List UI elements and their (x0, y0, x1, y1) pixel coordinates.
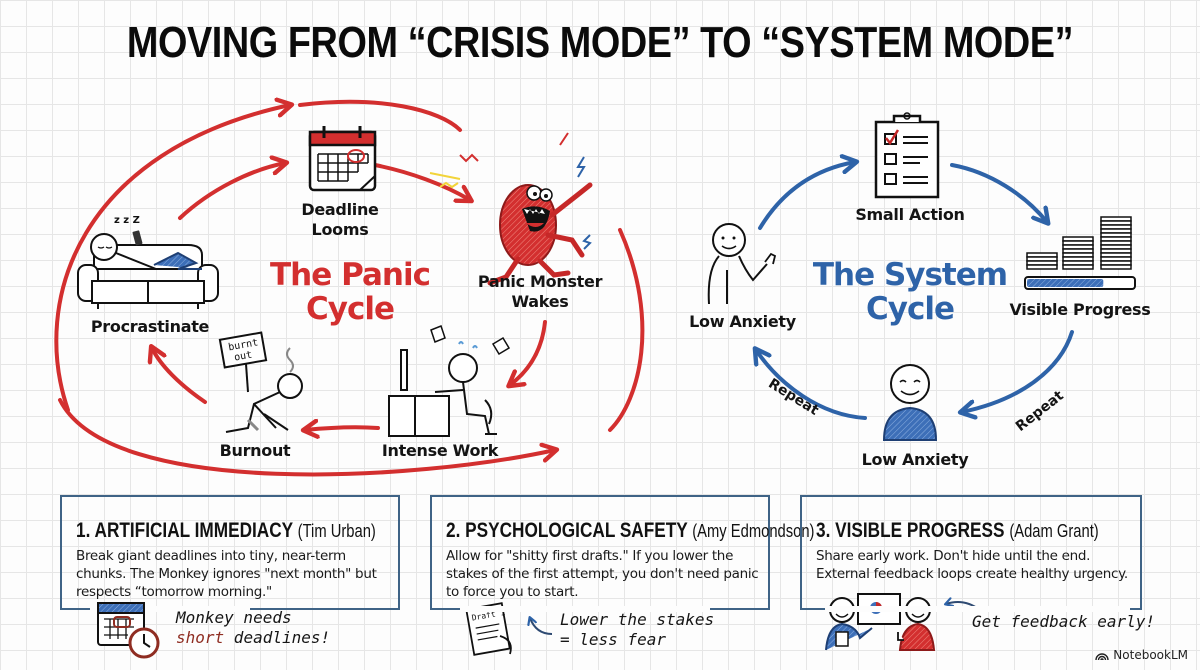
arrow-work-to-burnout (305, 427, 380, 430)
arrow-lowanxiety-to-smallaction (758, 162, 855, 230)
system-cycle-title: The System Cycle (810, 258, 1010, 326)
person-at-desk-icon (388, 325, 511, 437)
card-title: 2. PSYCHOLOGICAL SAFETY (446, 519, 688, 542)
card-psychological-safety: 2. PSYCHOLOGICAL SAFETY (Amy Edmondson) … (430, 495, 814, 610)
arrow-smallaction-to-progress (950, 163, 1047, 222)
waving-person-icon (707, 223, 777, 305)
arrow-burnout-to-procrastinate (152, 348, 207, 404)
label-line: Wakes (511, 292, 569, 311)
card-author: (Amy Edmondson) (692, 521, 815, 541)
progress-bar-fill (1027, 279, 1104, 287)
card-note-feedback: Get feedback early! (972, 612, 1156, 631)
arrow-progress-to-lowanxiety (962, 330, 1074, 412)
stage-label-low-anxiety-left: Low Anxiety (689, 312, 796, 331)
calendar-clock-icon (97, 602, 160, 659)
card-border-gap (825, 606, 1130, 612)
card-body-line: External feedback loops create healthy u… (816, 566, 1128, 582)
card-body-line: Share early work. Don't hide until the e… (816, 548, 1091, 564)
card-border-gap (460, 606, 710, 612)
card-note-monkey: Monkey needs short deadlines! (176, 608, 330, 648)
panic-outer-arrow-top-right (298, 99, 462, 132)
card-body-line: stakes of the first attempt, you don't n… (446, 566, 759, 582)
label-line: Deadline (301, 200, 379, 219)
panic-cycle-title-line1: The Panic (270, 257, 431, 293)
arrow-lowanxiety-to-lowanxiety (756, 350, 867, 420)
arrow-monster-to-work (510, 320, 547, 385)
card-body: Allow for "shitty first drafts." If you … (446, 547, 759, 601)
burnout-sign-text-2: out (233, 350, 253, 364)
note-line-rest: deadlines! (224, 628, 331, 647)
burnt-out-person-icon: burnt out (218, 331, 303, 433)
card-body: Share early work. Don't hide until the e… (816, 547, 1128, 583)
note-line: Lower the stakes (560, 610, 715, 629)
stage-label-intense-work: Intense Work (381, 441, 499, 460)
card-body: Break giant deadlines into tiny, near-te… (76, 547, 377, 601)
panic-cycle-title-line2: Cycle (306, 291, 395, 327)
panic-outer-arrow-right (608, 228, 645, 432)
card-title: 1. ARTIFICIAL IMMEDIACY (76, 519, 293, 542)
checklist-clipboard-icon (874, 112, 940, 199)
card-title: 3. VISIBLE PROGRESS (816, 519, 1005, 542)
panic-outer-arrow-top (54, 105, 290, 412)
person-on-couch-icon: z z Z (77, 215, 219, 309)
card-body-line: to force you to start. (446, 584, 579, 600)
card-heading: 3. VISIBLE PROGRESS (Adam Grant) (816, 519, 1099, 543)
panic-cycle-title: The Panic Cycle (250, 258, 450, 326)
card-note-lower-stakes: Lower the stakes = less fear (560, 610, 714, 650)
panic-monster-icon (429, 132, 593, 286)
notebooklm-logo-icon (1095, 653, 1109, 660)
system-cycle-title-line2: Cycle (866, 291, 955, 327)
arrow-pointing-to-draft (530, 618, 553, 635)
brand-name: NotebookLM (1113, 648, 1188, 662)
arrow-deadline-to-monster (373, 163, 470, 200)
note-highlight-short: short (176, 628, 225, 647)
stage-label-deadline-looms: Deadline Looms (290, 200, 390, 240)
card-visible-progress: 3. VISIBLE PROGRESS (Adam Grant) Share e… (800, 495, 1142, 610)
card-body-line: respects “tomorrow morning." (76, 584, 272, 600)
label-line: Panic Monster (477, 272, 603, 291)
card-heading: 1. ARTIFICIAL IMMEDIACY (Tim Urban) (76, 519, 376, 543)
sleep-zzz-text: z z Z (114, 215, 140, 226)
smiling-person-icon (882, 364, 938, 441)
card-body-line: chunks. The Monkey ignores "next month" … (76, 566, 377, 582)
notebooklm-brand: NotebookLM (1095, 648, 1188, 662)
card-body-line: Break giant deadlines into tiny, near-te… (76, 548, 346, 564)
stage-label-burnout: Burnout (219, 441, 291, 460)
card-body-line: Allow for "shitty first drafts." If you … (446, 548, 734, 564)
system-cycle-title-line1: The System (812, 257, 1008, 293)
arrow-procrastinate-to-deadline (178, 163, 285, 220)
panic-outer-arrow-bottom (58, 398, 555, 477)
card-heading: 2. PSYCHOLOGICAL SAFETY (Amy Edmondson) (446, 519, 814, 543)
calendar-icon (308, 126, 377, 192)
draft-paper-icon: Draft 1 (465, 602, 512, 656)
card-artificial-immediacy: 1. ARTIFICIAL IMMEDIACY (Tim Urban) Brea… (60, 495, 400, 610)
label-line: Looms (311, 220, 369, 239)
note-line: Monkey needs (176, 608, 292, 627)
stage-label-visible-progress: Visible Progress (1009, 300, 1151, 319)
card-author: (Tim Urban) (297, 521, 376, 541)
stage-label-small-action: Small Action (855, 205, 965, 224)
note-line: = less fear (560, 630, 666, 649)
page-title: MOVING FROM “CRISIS MODE” TO “SYSTEM MOD… (126, 18, 1074, 67)
progress-stacks-icon (1024, 216, 1136, 290)
stage-label-procrastinate: Procrastinate (90, 317, 210, 336)
card-author: (Adam Grant) (1009, 521, 1099, 541)
stage-label-panic-monster-wakes: Panic Monster Wakes (465, 272, 615, 312)
burnout-sign-text-1: burnt (227, 337, 259, 353)
card-border-gap (90, 606, 250, 612)
stage-label-low-anxiety-bottom: Low Anxiety (861, 450, 969, 469)
